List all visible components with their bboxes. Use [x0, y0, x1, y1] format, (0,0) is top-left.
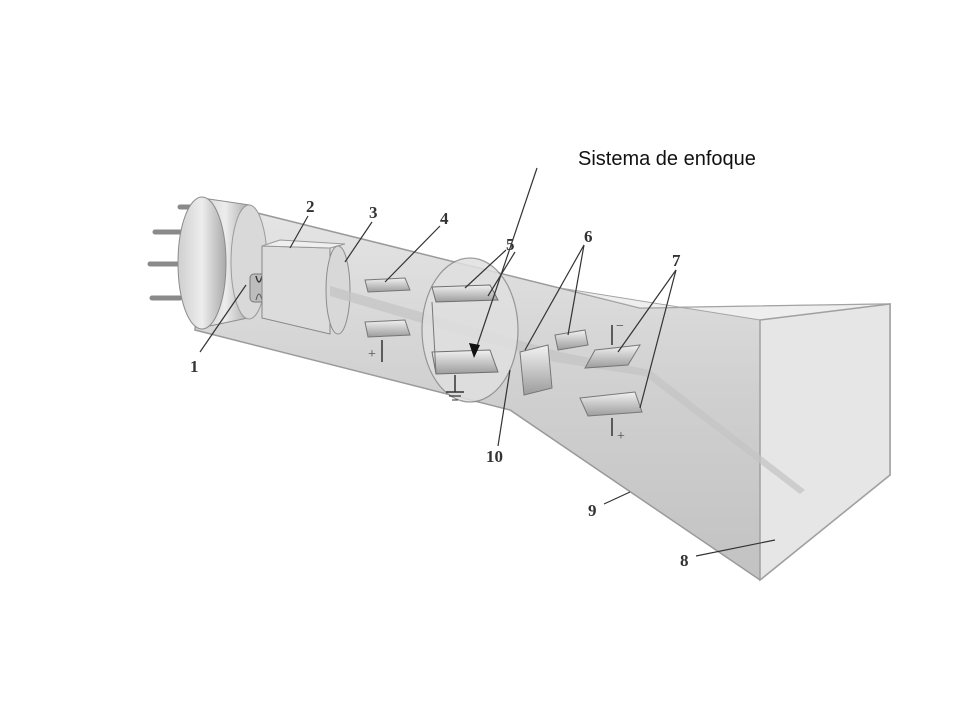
label-10: 10	[486, 447, 503, 466]
focus-arrowhead	[469, 343, 480, 358]
label-5: 5	[506, 235, 515, 254]
tube-base	[177, 196, 268, 330]
horizontal-deflection-plates	[579, 325, 643, 436]
label-1: 1	[190, 357, 199, 376]
vertical-deflection-plates	[519, 329, 589, 396]
focusing-anode	[421, 257, 519, 403]
control-grid	[261, 239, 351, 335]
fluorescent-screen	[759, 303, 891, 582]
sign-plus-bottom: +	[617, 429, 625, 444]
label-3: 3	[369, 203, 378, 222]
sign-minus-top: −	[616, 319, 624, 334]
label-9: 9	[588, 501, 597, 520]
leader-lines	[199, 167, 776, 557]
sign-plus-anode: +	[368, 347, 376, 362]
label-6: 6	[584, 227, 593, 246]
focusing-system-caption: Sistema de enfoque	[578, 148, 756, 170]
label-2: 2	[306, 197, 315, 216]
electron-beam	[330, 286, 805, 494]
label-4: 4	[440, 209, 449, 228]
first-anode	[364, 277, 411, 362]
label-7: 7	[672, 251, 681, 270]
label-8: 8	[680, 551, 689, 570]
